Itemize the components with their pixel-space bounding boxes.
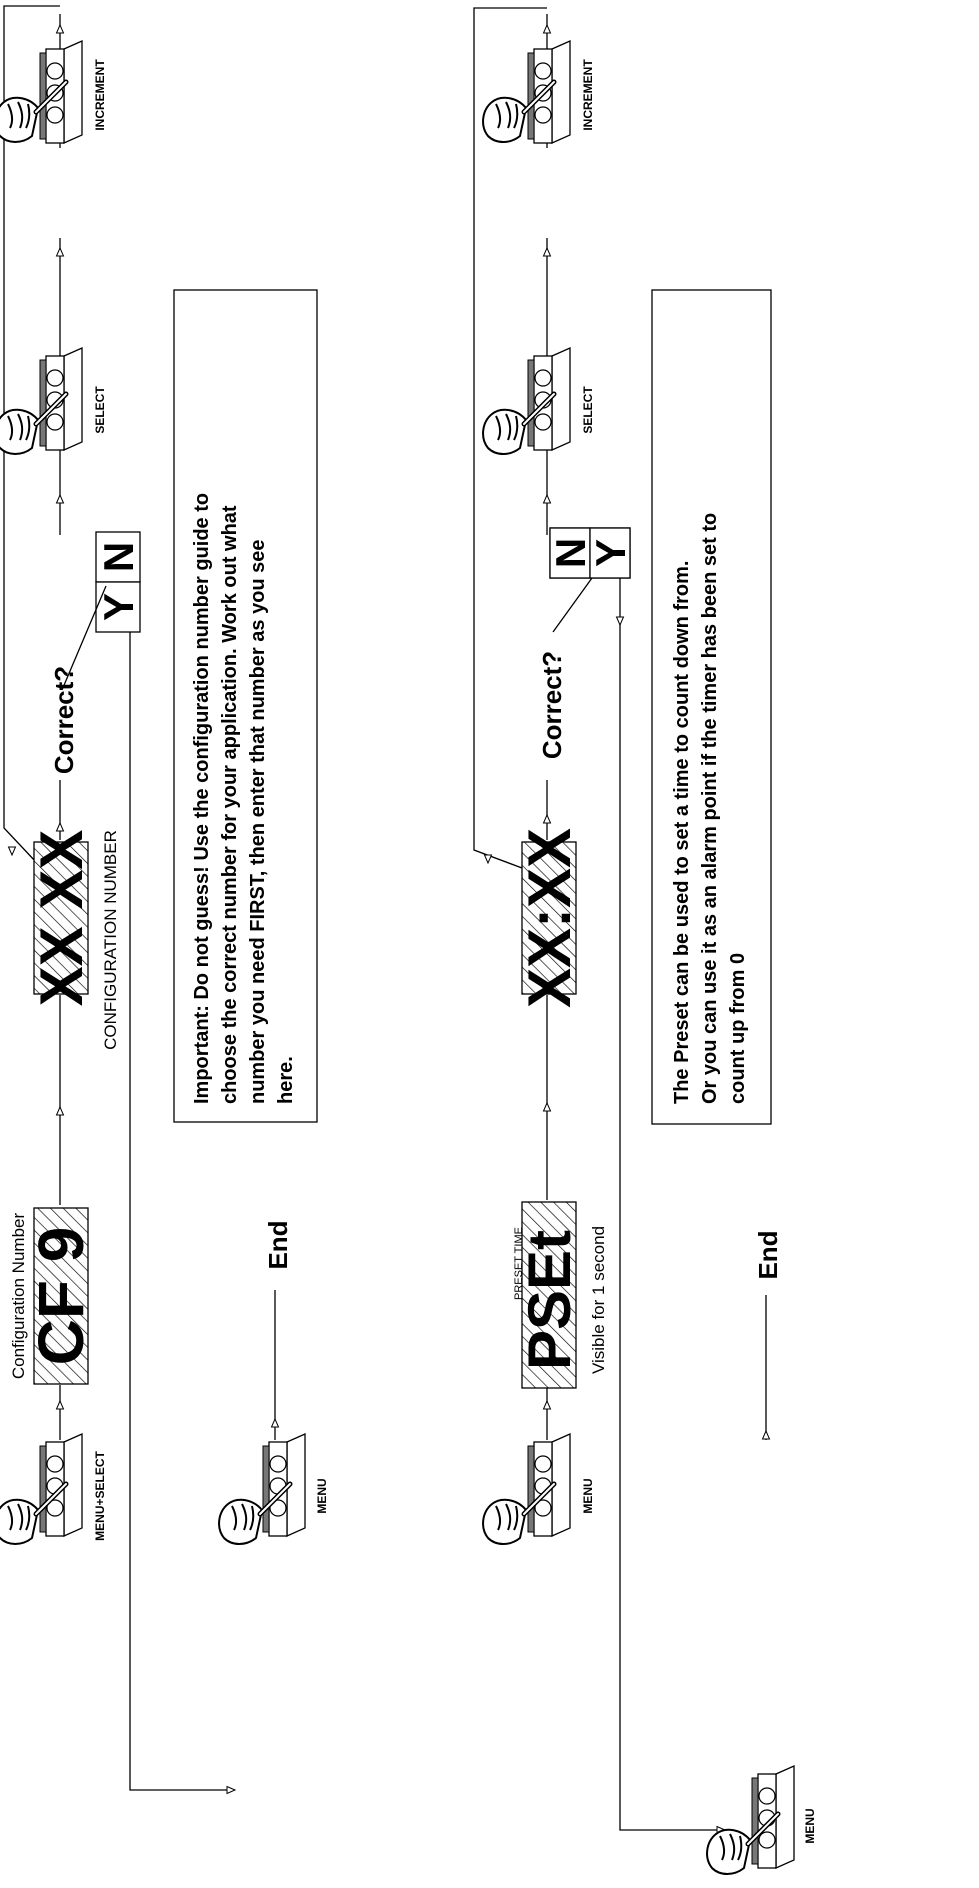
question-pointer [61,585,107,691]
menu-select-button[interactable]: MENU+SELECT [0,1433,107,1544]
increment-button[interactable]: INCREMENT [483,40,595,143]
correct-question: Correct? [49,666,79,774]
display-cf9-text: CF 9 [25,1227,97,1366]
increment-button[interactable]: INCREMENT [0,40,107,143]
important-note: Important: Do not guess! Use the configu… [173,289,318,1123]
note-line-2: Or you can use it as an alarm point if t… [699,513,721,1104]
end-label: End [263,1220,293,1269]
menu-button[interactable]: MENU [219,1433,329,1544]
config-number-caption: Configuration Number [9,1213,28,1380]
yes-branch-line [619,578,720,1831]
note-line-4: here. [275,1056,297,1104]
display-pset-text: PSEt [516,1230,583,1370]
menu-button-label: MENU [315,1478,329,1513]
note-line-3: number you need FIRST, then enter that n… [247,539,269,1104]
config-number-label: CONFIGURATION NUMBER [101,830,120,1050]
no-label: N [95,542,142,572]
yes-label: Y [95,593,142,621]
display-preset-value: XX:XX [516,828,583,1008]
correct-question: Correct? [537,651,567,759]
flow-2: N Y Correct? End PSEt PRESET TIME Visibl… [473,7,817,1874]
note-line-3: count up from 0 [727,953,749,1104]
flow-1: N Y Correct? End CF 9 Configuration Numb… [0,5,329,1794]
menu-start-button-label: MENU [581,1478,595,1513]
note-line-2: choose the correct number for your appli… [219,505,241,1104]
select-button[interactable]: SELECT [483,347,595,454]
note-line-1: The Preset can be used to set a time to … [671,561,693,1104]
loop-back-line [473,7,547,869]
menu-button[interactable]: MENU [707,1765,817,1874]
yes-branch-line [129,632,230,1791]
select-button-label: SELECT [93,386,107,434]
display-cf9: CF 9 [25,1207,97,1385]
increment-button-label: INCREMENT [93,59,107,131]
menu-button-label: MENU [803,1808,817,1843]
question-pointer [552,577,593,633]
increment-button-label: INCREMENT [581,59,595,131]
display-pset: PSEt [516,1201,583,1389]
display-config-value-text: XX XX [28,830,95,1007]
display-preset-value-text: XX:XX [516,828,583,1008]
preset-time-caption: PRESET TIME [513,1227,525,1300]
visible-caption: Visible for 1 second [589,1226,608,1374]
menu-select-button-label: MENU+SELECT [93,1450,107,1540]
end-label: End [753,1230,783,1279]
display-config-value: XX XX [28,830,95,1007]
yes-label: Y [587,539,634,567]
no-label: N [547,538,594,568]
yes-no-box: N Y [95,531,142,633]
select-button-label: SELECT [581,386,595,434]
menu-start-button[interactable]: MENU [483,1433,595,1544]
note-line-1: Important: Do not guess! Use the configu… [191,493,213,1104]
select-button[interactable]: SELECT [0,347,107,454]
preset-note: The Preset can be used to set a time to … [651,289,772,1125]
yes-no-box: N Y [547,527,634,579]
